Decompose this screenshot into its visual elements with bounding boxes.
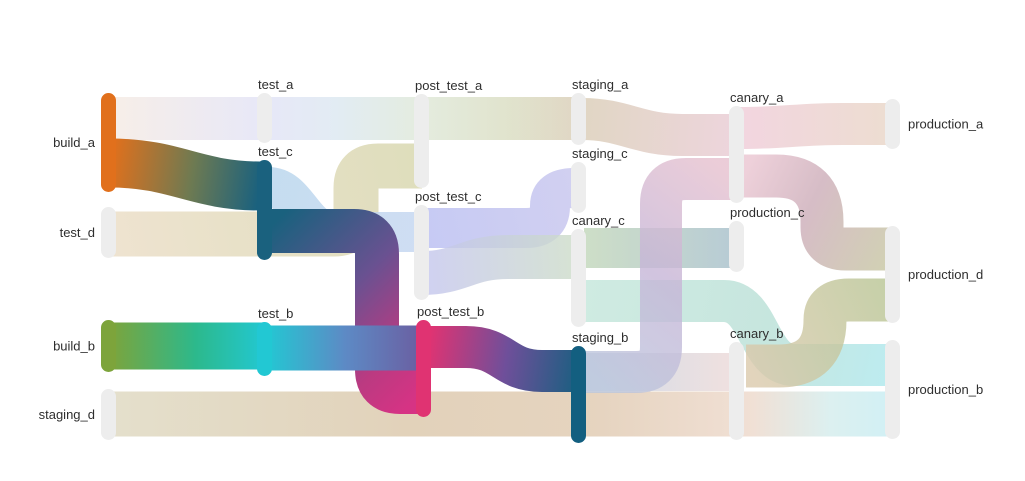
node-test_b bbox=[257, 322, 272, 376]
label-canary_a: canary_a bbox=[730, 90, 784, 105]
node-test_a bbox=[257, 93, 272, 143]
node-staging_d bbox=[101, 389, 116, 440]
link-canary_b-to-production_d bbox=[746, 278, 891, 388]
label-production_b: production_b bbox=[908, 382, 983, 397]
nodes-layer bbox=[101, 93, 900, 443]
node-test_c bbox=[257, 160, 272, 260]
node-canary_b bbox=[729, 342, 744, 440]
label-production_a: production_a bbox=[908, 117, 984, 132]
link-post_test_c-to-staging_c bbox=[422, 168, 580, 248]
node-canary_c bbox=[571, 229, 586, 327]
node-build_a bbox=[101, 93, 116, 192]
label-staging_a: staging_a bbox=[572, 77, 629, 92]
node-staging_b bbox=[571, 346, 586, 443]
node-production_d bbox=[885, 226, 900, 323]
link-build_a-to-test_c bbox=[109, 138, 261, 211]
label-test_d: test_d bbox=[60, 225, 95, 240]
link-post_test_c-to-canary_c bbox=[421, 235, 580, 295]
node-post_test_a bbox=[414, 94, 429, 188]
label-staging_c: staging_c bbox=[572, 146, 628, 161]
links-layer bbox=[109, 97, 893, 437]
label-build_b: build_b bbox=[53, 339, 95, 354]
label-production_c: production_c bbox=[730, 205, 805, 220]
node-build_b bbox=[101, 320, 116, 372]
node-production_c bbox=[729, 221, 744, 272]
node-post_test_c bbox=[414, 205, 429, 300]
label-build_a: build_a bbox=[53, 135, 96, 150]
label-test_b: test_b bbox=[258, 306, 293, 321]
link-post_test_b-to-staging_b bbox=[428, 326, 584, 392]
label-post_test_a: post_test_a bbox=[415, 78, 483, 93]
label-post_test_c: post_test_c bbox=[415, 189, 482, 204]
link-canary_a-to-production_a bbox=[739, 103, 893, 149]
link-test_c-to-post_test_b bbox=[266, 209, 424, 414]
label-test_c: test_c bbox=[258, 144, 293, 159]
node-post_test_b bbox=[416, 320, 431, 417]
link-canary_a-to-production_d bbox=[742, 154, 891, 271]
node-staging_c bbox=[571, 162, 586, 213]
node-production_a bbox=[885, 99, 900, 149]
labels-layer: build_a test_d build_b staging_d test_a test_… bbox=[39, 77, 984, 422]
node-test_d bbox=[101, 207, 116, 258]
label-canary_c: canary_c bbox=[572, 213, 625, 228]
label-canary_b: canary_b bbox=[730, 326, 783, 341]
label-staging_d: staging_d bbox=[39, 407, 95, 422]
label-test_a: test_a bbox=[258, 77, 294, 92]
node-canary_a bbox=[729, 106, 744, 203]
label-production_d: production_d bbox=[908, 267, 983, 282]
node-staging_a bbox=[571, 93, 586, 145]
label-post_test_b: post_test_b bbox=[417, 304, 484, 319]
link-staging_b-to-canary_a bbox=[584, 158, 736, 393]
label-staging_b: staging_b bbox=[572, 330, 628, 345]
node-production_b bbox=[885, 340, 900, 439]
link-staging_a-to-canary_a bbox=[581, 98, 737, 156]
